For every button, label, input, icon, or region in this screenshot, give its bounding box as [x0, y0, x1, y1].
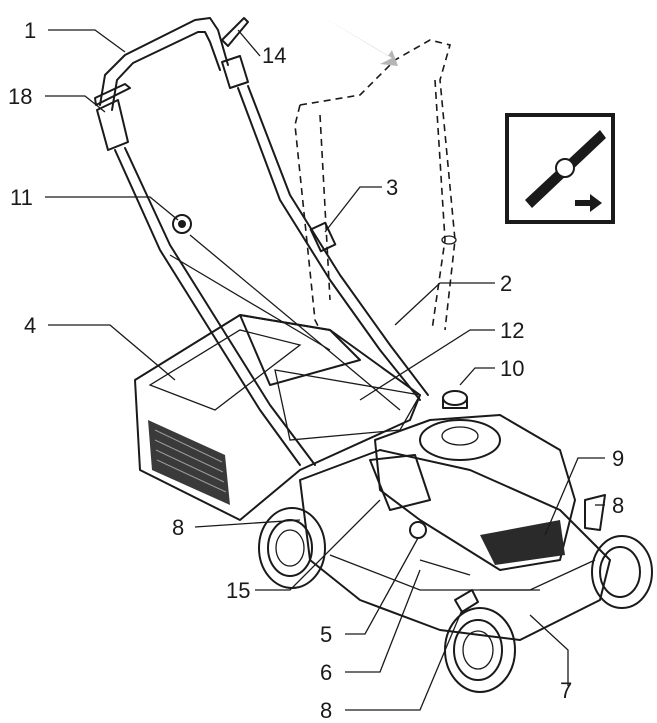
callout-3: 3	[386, 175, 398, 200]
callout-1: 1	[24, 18, 36, 43]
callout-9: 9	[612, 446, 624, 471]
front-right-wheel	[591, 535, 653, 609]
callout-2: 2	[500, 271, 512, 296]
callout-6: 6	[320, 660, 332, 685]
height-adjust-lever	[454, 589, 479, 613]
upper-handle	[94, 17, 249, 151]
callout-4: 4	[24, 313, 36, 338]
mower-deck	[299, 449, 611, 641]
callout-7: 7	[560, 678, 572, 703]
callout-leaders	[45, 29, 605, 711]
callout-18: 18	[8, 84, 32, 109]
callout-5: 5	[320, 622, 332, 647]
front-left-wheel	[444, 607, 516, 693]
callout-labels: 1 14 18 11 3 2 4 12 10 9 8 8 15 5 6 7 8	[8, 18, 624, 723]
fold-direction-arrow-icon	[318, 14, 398, 66]
engine	[369, 390, 606, 571]
callout-15: 15	[226, 578, 250, 603]
callout-12: 12	[500, 318, 524, 343]
callout-11: 11	[10, 185, 33, 210]
callout-8-right: 8	[612, 493, 624, 518]
arrow-right-icon	[575, 194, 602, 212]
blade-direction-icon	[505, 113, 615, 224]
catcher-vent-grille	[148, 420, 230, 505]
callout-8-left: 8	[172, 515, 184, 540]
callout-14: 14	[262, 43, 286, 68]
callout-8-bottom: 8	[320, 698, 332, 723]
lower-handle	[114, 85, 429, 466]
callout-10: 10	[500, 356, 524, 381]
folded-handle-outline	[294, 39, 457, 331]
